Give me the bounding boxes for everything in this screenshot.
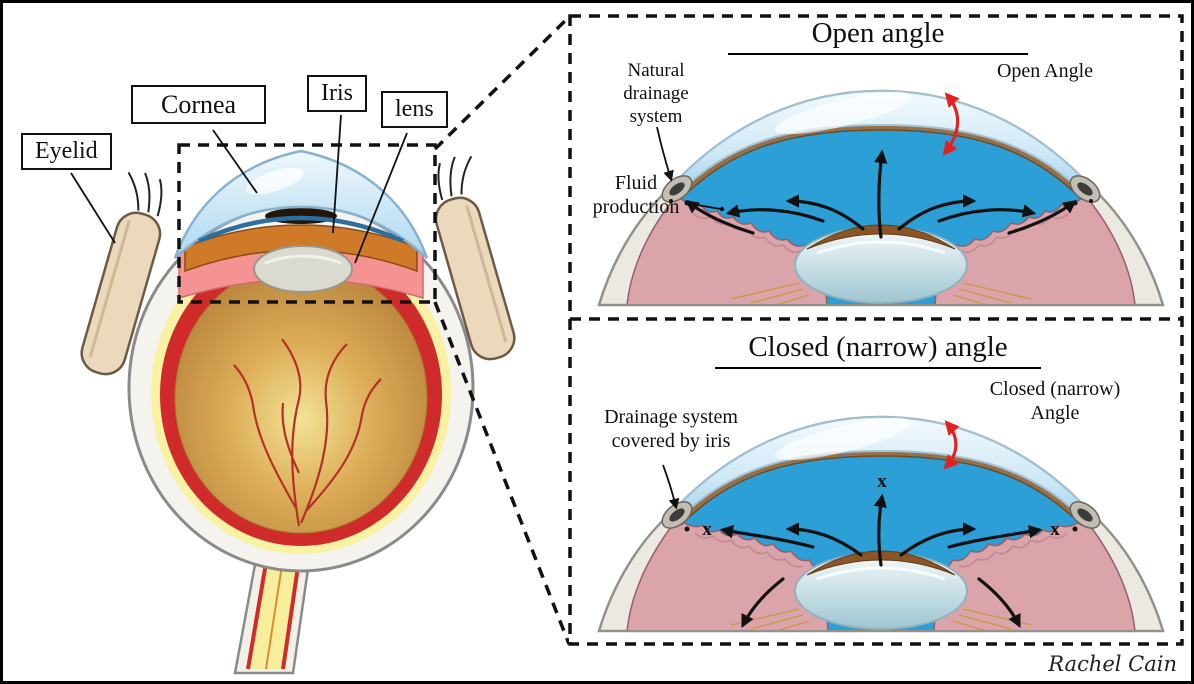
closed-angle-annotation: Closed (narrow) Angle [989, 378, 1121, 425]
zoom-rectangle [177, 143, 437, 304]
anterior-segment [173, 149, 429, 300]
cornea-label: Cornea [131, 85, 267, 125]
zonule-fibers [730, 282, 1032, 306]
open-angle-illustration [597, 89, 1165, 307]
drainage-covered-label: Drainage system covered by iris [604, 406, 738, 453]
closed-angle-illustration: x x x [597, 415, 1165, 633]
iris-right [934, 193, 1136, 306]
fluid-flow-arrows [719, 493, 1043, 629]
natural-drainage-label: Natural drainage system [623, 60, 689, 128]
eyelid-label: Eyelid [21, 133, 112, 171]
iris-left [626, 193, 828, 306]
blocked-x-marks: x x x [702, 471, 1060, 540]
closed-angle-title: Closed (narrow) angle [715, 331, 1041, 369]
label-leader-lines [70, 114, 408, 264]
blocked-x-mark: x [1050, 519, 1060, 540]
left-eye-illustration [70, 15, 569, 675]
left-eyelid [80, 171, 163, 376]
label-leaders [656, 126, 725, 212]
label-leaders [662, 464, 680, 510]
cornea-shape [173, 149, 429, 259]
zoom-connector-bottom [433, 301, 569, 645]
iris-label: Iris [307, 75, 367, 113]
eyelashes-right [437, 155, 473, 201]
pupil-saddle [806, 224, 956, 250]
closed-angle-arrow [943, 420, 960, 470]
open-angle-arrow [942, 92, 960, 156]
fluid-flow-arrows [685, 149, 1077, 239]
blocked-x-mark: x [877, 471, 887, 492]
fluid-production-label: Fluid production [592, 172, 680, 219]
lens-shape [253, 245, 353, 293]
open-angle-annotation: Open Angle [996, 60, 1094, 82]
lens-label: lens [381, 91, 448, 129]
open-angle-title: Open angle [728, 17, 1028, 55]
pupil-saddle [806, 550, 956, 576]
artist-signature: Rachel Cain [1048, 652, 1177, 676]
eyeball [127, 203, 475, 573]
eyelashes-left [127, 171, 163, 217]
retinal-vessels [233, 338, 382, 527]
zoom-connector-top [433, 15, 569, 151]
right-eyelid [434, 155, 516, 361]
blocked-x-mark: x [702, 519, 712, 540]
drainage-canal-right [1069, 501, 1101, 532]
